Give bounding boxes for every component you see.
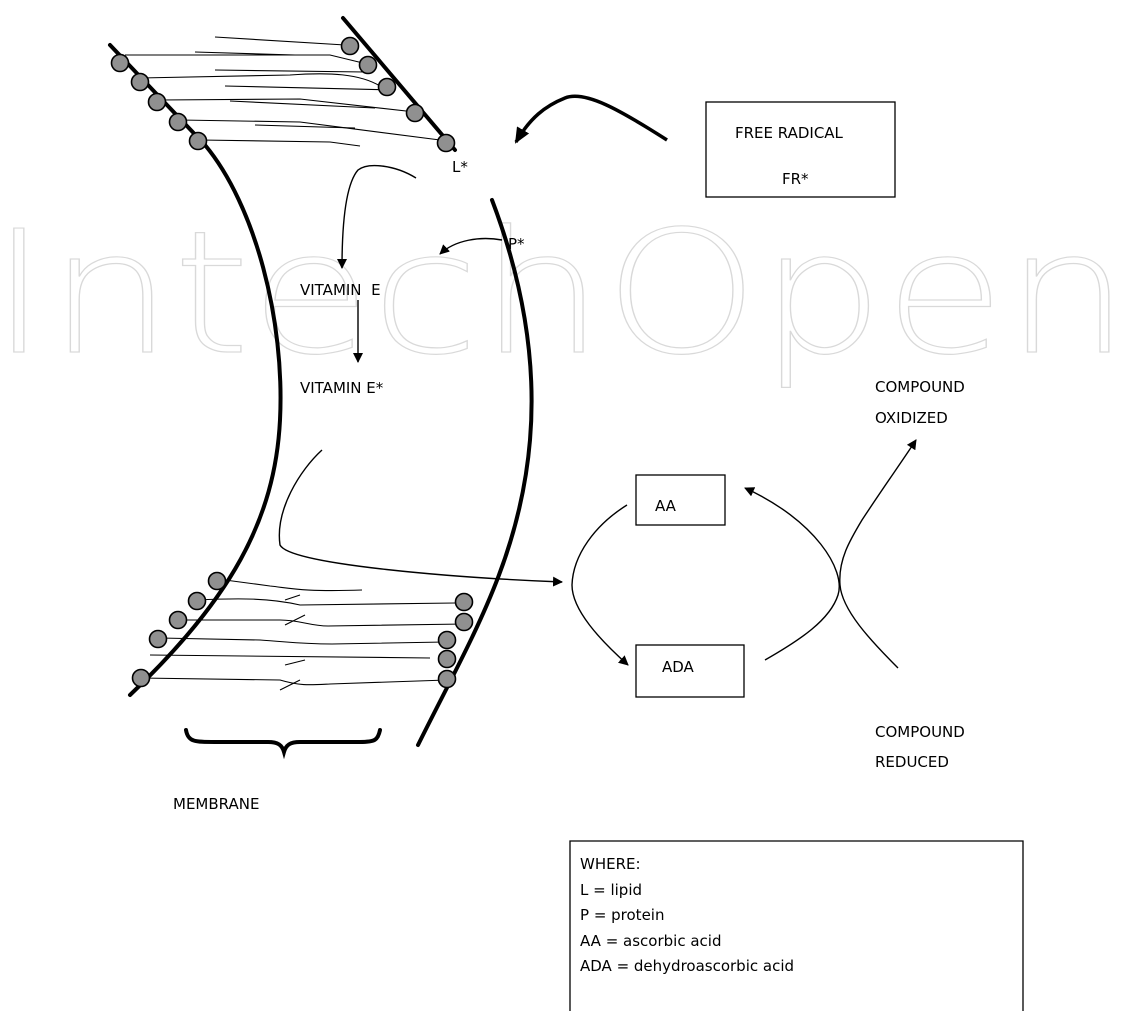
lipid-head [377, 77, 397, 97]
lipid-to-vitamin-e-arrow [337, 164, 417, 269]
lipid-head [147, 92, 167, 112]
aa-label: AA [655, 497, 677, 515]
membrane-brace [184, 728, 382, 760]
lipid-head [168, 112, 188, 132]
vitamin-e-radical-label: VITAMIN E* [300, 379, 384, 397]
membrane-bilayer [108, 16, 534, 747]
lipid-head [454, 612, 474, 632]
aa-to-ada-arrow [571, 504, 629, 666]
bottom-lipid-heads [131, 571, 474, 689]
lipid-head [437, 669, 457, 689]
protein-radical-label: P* [508, 235, 525, 253]
lipid-head [148, 629, 168, 649]
compound-reduced-line1: COMPOUND [875, 723, 965, 741]
lipid-head [168, 610, 188, 630]
compound-oxidized-line1: COMPOUND [875, 378, 965, 396]
membrane-top-right-edge [341, 16, 457, 152]
lipid-head [437, 630, 457, 650]
protein-to-vitamin-e-arrow [439, 237, 503, 255]
free-radical-title: FREE RADICAL [735, 124, 844, 142]
compound-oxidized-line2: OXIDIZED [875, 409, 948, 427]
compound-reduced-line2: REDUCED [875, 753, 949, 771]
free-radical-attack-arrow [514, 94, 668, 144]
legend-entry-dehydroascorbic-acid: ADA = dehydroascorbic acid [580, 957, 794, 975]
lipid-head [110, 53, 130, 73]
free-radical-box [705, 101, 896, 198]
lipid-head [340, 36, 360, 56]
watermark-text: IntechOpen [0, 195, 1130, 393]
lipid-head [437, 649, 457, 669]
ada-label: ADA [662, 658, 695, 676]
legend-entry-lipid: L = lipid [580, 881, 642, 899]
lipid-head [405, 103, 425, 123]
top-lipid-tails [125, 36, 441, 147]
lipid-head [188, 131, 208, 151]
lipid-radical-label: L* [452, 158, 468, 176]
lipid-head [358, 55, 378, 75]
reaction-arrows [278, 94, 917, 669]
membrane-right-wall [416, 198, 534, 747]
ada-regeneration-arrow [744, 487, 840, 661]
legend-entry-protein: P = protein [580, 906, 664, 924]
lipid-head [207, 571, 227, 591]
legend-box [569, 840, 1024, 1011]
free-radical-symbol: FR* [782, 170, 809, 188]
lipid-head [187, 591, 207, 611]
ada-box [635, 644, 745, 698]
legend-title: WHERE: [580, 855, 641, 873]
vitamin-e-radical-to-ascorbate-arrow [278, 449, 563, 587]
lipid-head [130, 72, 150, 92]
lipid-head [436, 133, 456, 153]
top-lipid-heads [110, 36, 456, 153]
vitamin-e-label: VITAMIN E [300, 281, 381, 299]
compound-oxidation-arrow [839, 439, 917, 669]
membrane-label: MEMBRANE [173, 795, 259, 813]
lipid-head [131, 668, 151, 688]
bottom-lipid-tails [139, 579, 466, 691]
membrane-left-wall [128, 143, 283, 697]
aa-box [635, 474, 726, 526]
lipid-head [454, 592, 474, 612]
legend-entry-ascorbic-acid: AA = ascorbic acid [580, 932, 721, 950]
